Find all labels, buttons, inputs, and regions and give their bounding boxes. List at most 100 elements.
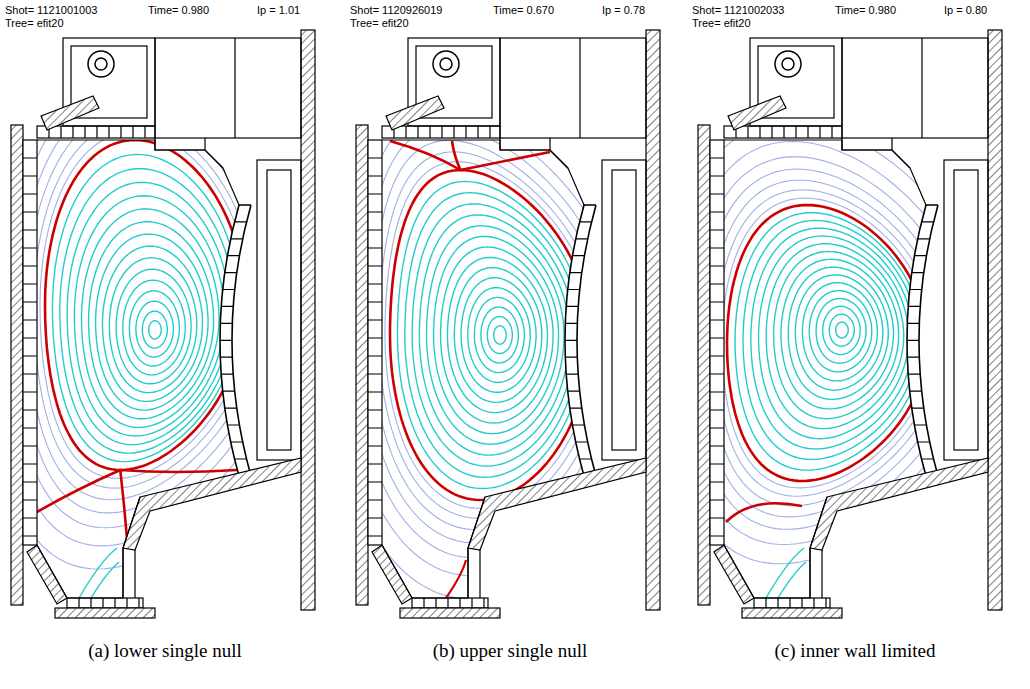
flux-surface: [802, 283, 877, 381]
flux-surface: [836, 322, 849, 338]
efit-tree: Tree= efit20: [5, 17, 64, 29]
time-value: Time= 0.670: [493, 4, 554, 16]
sol-flux-surface: [0, 41, 305, 569]
outer-wall: [988, 30, 1002, 610]
efit-tree: Tree= efit20: [692, 17, 751, 29]
outer-port: [602, 160, 646, 460]
flux-surface: [454, 268, 542, 403]
inner-tiles: [23, 140, 37, 545]
private-flux: [79, 548, 119, 598]
flux-surface: [759, 236, 909, 439]
time-value: Time= 0.980: [148, 4, 209, 16]
sol-flux-surface: [40, 132, 250, 479]
tile-joints: [565, 222, 592, 459]
inner-divertor: [372, 545, 412, 604]
flux-surface: [474, 297, 524, 372]
first-wall: [382, 140, 584, 598]
flux-surface: [82, 209, 220, 428]
top-housing: [842, 38, 922, 168]
sol-flux-surface: [355, 112, 625, 558]
top-tiles: [382, 126, 500, 138]
first-wall: [37, 140, 239, 598]
inner-wall: [698, 125, 710, 605]
first-wall: [724, 140, 926, 598]
sol-flux-surface: [330, 71, 650, 599]
divertor-flux: [446, 560, 466, 598]
cryopump: [88, 51, 114, 77]
inner-tiles: [710, 140, 724, 545]
cryopump: [782, 58, 794, 70]
flux-surface: [795, 275, 883, 390]
top-housing: [500, 38, 580, 168]
inner-divertor: [27, 545, 67, 604]
sol-flux-surface: [709, 180, 945, 506]
inner-wall: [356, 125, 368, 605]
panel-caption: (a) lower single null: [88, 640, 242, 662]
shot-number: Shot= 1121001003: [5, 4, 97, 16]
sol-flux-surface: [701, 169, 953, 517]
tile-joints: [79, 598, 139, 608]
separatrix: [727, 205, 927, 481]
floor-tiles: [754, 598, 830, 608]
flux-surface: [103, 246, 203, 401]
panel-caption: (b) upper single null: [433, 640, 588, 662]
time-value: Time= 0.980: [835, 4, 896, 16]
separatrix-leg: [726, 503, 802, 522]
top-housing: [155, 38, 235, 168]
cryopump: [95, 58, 107, 70]
tile-joints: [49, 126, 145, 138]
flux-surface: [412, 204, 574, 466]
flux-surface: [434, 236, 559, 433]
flux-surface: [129, 291, 179, 366]
outer-wall: [301, 30, 315, 610]
flux-surface: [829, 314, 854, 346]
flux-surface: [468, 288, 531, 383]
flux-surface: [123, 280, 186, 375]
plasma-current: Ip = 0.78: [602, 4, 645, 16]
flux-surface: [448, 257, 548, 412]
outer-port: [257, 160, 301, 460]
flux-surface: [116, 269, 191, 384]
divertor-target: [468, 548, 480, 598]
top-tiles: [724, 126, 842, 138]
cryopump: [775, 51, 801, 77]
cryopump: [433, 51, 459, 77]
flux-surface: [89, 222, 214, 419]
flux-surface: [136, 301, 174, 357]
separatrix: [45, 140, 245, 470]
flux-surface: [766, 244, 904, 429]
tile-joints: [220, 222, 247, 459]
private-flux: [766, 548, 806, 598]
plasma-current: Ip = 1.01: [257, 4, 300, 16]
floor: [55, 608, 155, 618]
tile-joints: [424, 598, 484, 608]
outer-port: [944, 160, 988, 460]
top-housing: [155, 38, 301, 138]
top-baffle: [386, 96, 444, 130]
outer-port-inner: [267, 170, 291, 450]
sol-flux-surface: [27, 110, 263, 499]
tile-joints: [710, 158, 724, 536]
shot-number: Shot= 1121002033: [692, 4, 784, 16]
top-baffle: [728, 96, 786, 130]
tile-joints: [736, 126, 832, 138]
panel-drawing: [667, 30, 1002, 618]
flux-surface: [487, 317, 512, 354]
flux-surface: [481, 307, 519, 363]
plasma-current: Ip = 0.80: [944, 4, 987, 16]
flux-surface: [67, 182, 230, 444]
top-baffle: [41, 96, 99, 130]
tile-joints: [394, 126, 490, 138]
sol-flux-surface: [716, 190, 938, 496]
divertor-target: [123, 548, 135, 598]
top-tiles: [37, 126, 155, 138]
sol-flux-surface: [692, 157, 962, 530]
sol-flux-surface: [722, 198, 932, 488]
outer-port-inner: [954, 170, 978, 450]
flux-surface: [149, 321, 162, 339]
tile-joints: [907, 222, 934, 459]
inner-divertor: [714, 545, 754, 604]
flux-surface: [142, 311, 167, 348]
outer-limiter: [907, 205, 938, 476]
flux-surface: [427, 226, 565, 444]
